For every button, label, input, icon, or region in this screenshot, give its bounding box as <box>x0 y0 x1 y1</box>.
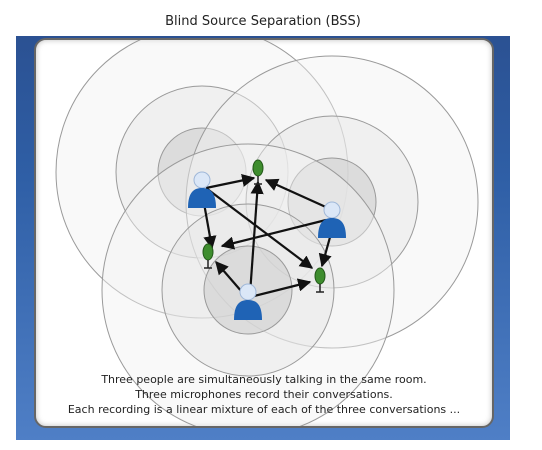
figure-frame: Blind Source Separation (BSS) <box>16 4 510 440</box>
arrow-s1-m2 <box>205 187 314 269</box>
bss-diagram <box>55 40 479 426</box>
microphone-icon <box>202 243 214 269</box>
microphone-icon <box>252 159 264 185</box>
arrow-s3-m2 <box>253 278 312 298</box>
arrow-s3-m3 <box>215 261 243 293</box>
person-icon <box>318 201 346 238</box>
person-icon <box>234 283 262 320</box>
title-bar: Blind Source Separation (BSS) <box>16 4 510 36</box>
caption-line-3: Each recording is a linear mixture of ea… <box>67 403 461 416</box>
diagram-panel: Three people are simultaneously talking … <box>34 38 494 428</box>
caption: Three people are simultaneously talking … <box>36 372 492 417</box>
figure-title: Blind Source Separation (BSS) <box>165 14 361 29</box>
caption-line-1: Three people are simultaneously talking … <box>101 373 427 386</box>
arrow-s3-m1 <box>248 180 264 295</box>
arrow-s2-m3 <box>220 218 327 250</box>
arrow-s2-m1 <box>264 178 329 210</box>
arrow-s1-m1 <box>205 173 256 190</box>
person-icon <box>188 171 216 208</box>
microphone-icon <box>314 267 326 293</box>
caption-line-2: Three microphones record their conversat… <box>135 388 393 401</box>
